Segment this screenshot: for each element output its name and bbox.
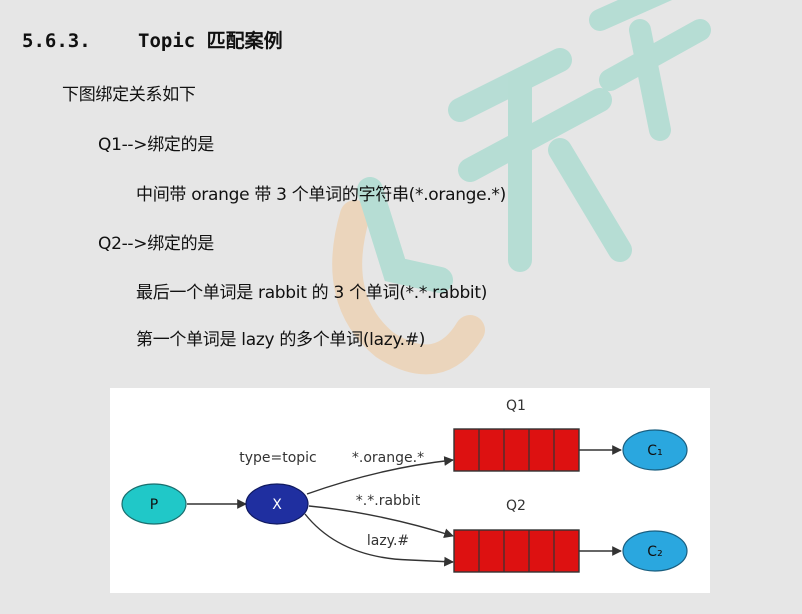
q1-binding-desc: 中间带 orange 带 3 个单词的字符串(*.orange.*) — [136, 185, 506, 205]
consumer2-node — [622, 530, 688, 572]
section-title: Topic 匹配案例 — [138, 30, 283, 52]
q2-binding-heading: Q2-->绑定的是 — [98, 234, 215, 254]
intro-text: 下图绑定关系如下 — [62, 85, 196, 105]
exchange-node — [245, 483, 309, 525]
consumer1-label: C₁ — [647, 443, 662, 459]
queue1-label: Q1 — [506, 398, 526, 414]
topic-exchange-diagram: P X type=topic *.orange.* *.*.rabbit laz… — [110, 388, 710, 593]
queue2-node — [453, 529, 580, 573]
q2-binding-desc-1: 最后一个单词是 rabbit 的 3 个单词(*.*.rabbit) — [136, 283, 488, 303]
binding-label-lazy: lazy.# — [367, 533, 409, 549]
edge-lazy — [304, 513, 454, 567]
exchange-label: X — [272, 497, 282, 513]
producer-label: P — [150, 497, 158, 513]
binding-label-orange: *.orange.* — [352, 450, 424, 466]
q1-binding-heading: Q1-->绑定的是 — [98, 135, 215, 155]
consumer1-node — [622, 429, 688, 471]
queue1-node — [453, 428, 580, 472]
section-number: 5.6.3. — [22, 30, 91, 52]
queue2-label: Q2 — [506, 498, 526, 514]
section-heading: 5.6.3. Topic 匹配案例 — [22, 26, 283, 53]
exchange-type-label: type=topic — [239, 450, 317, 466]
binding-label-rabbit: *.*.rabbit — [356, 493, 421, 509]
edge-orange — [306, 456, 454, 495]
consumer2-label: C₂ — [647, 544, 662, 560]
producer-node — [121, 483, 187, 525]
q2-binding-desc-2: 第一个单词是 lazy 的多个单词(lazy.#) — [136, 330, 426, 350]
edge-rabbit — [308, 505, 454, 539]
